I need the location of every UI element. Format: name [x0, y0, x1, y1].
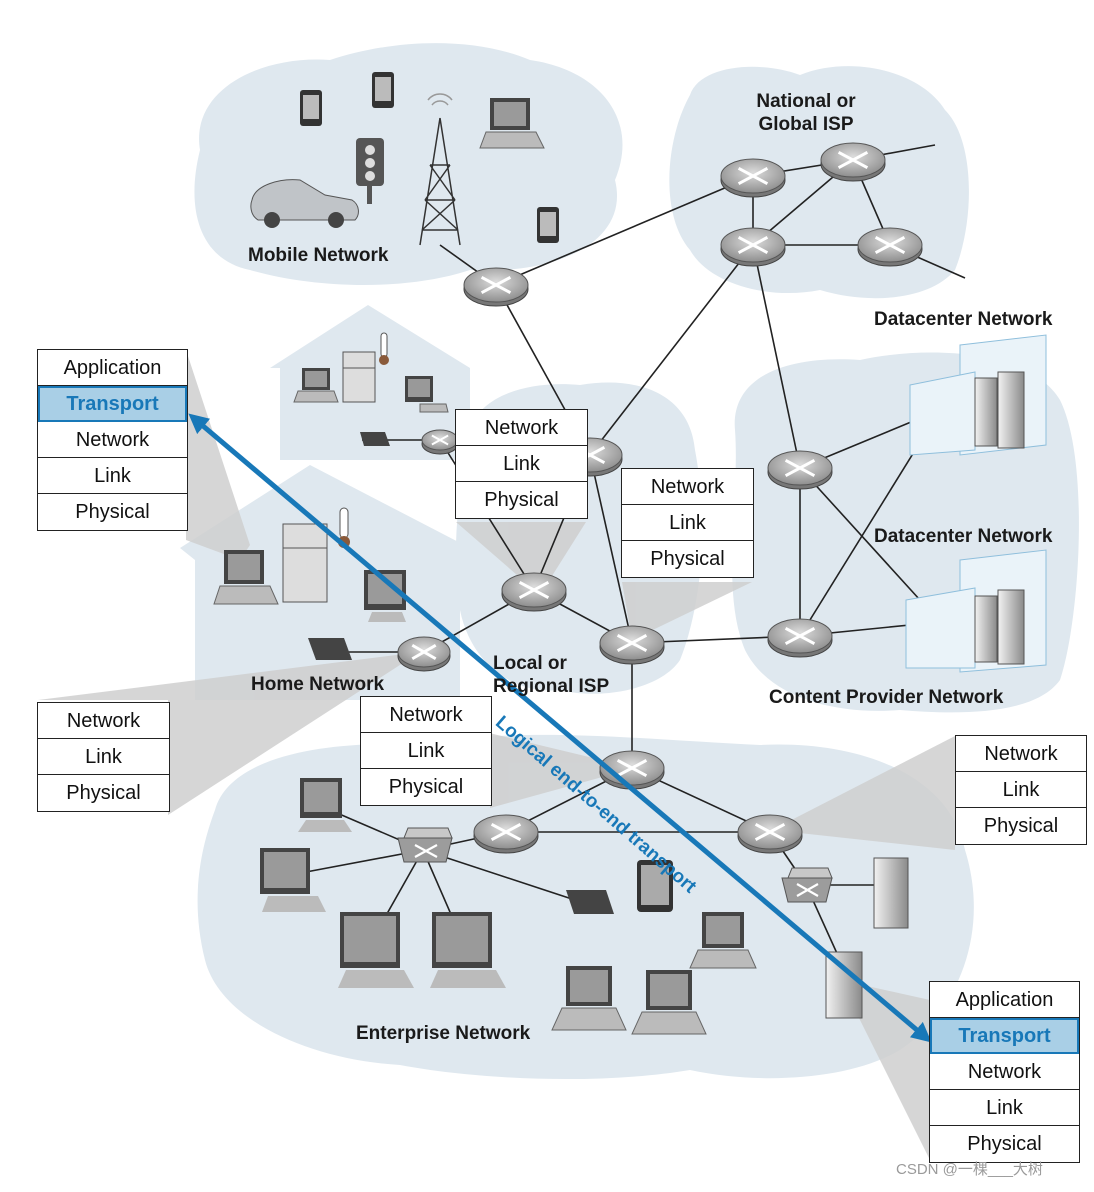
server-icon [873, 857, 909, 929]
layer-physical: Physical [983, 815, 1059, 837]
layer-physical: Physical [650, 548, 725, 570]
layer-network: Network [38, 703, 169, 739]
cell-tower-icon [419, 93, 461, 246]
label-home-network: Home Network [251, 674, 385, 695]
traffic-light-icon [356, 138, 384, 204]
layer-physical: Physical [75, 501, 150, 523]
router-mobile[interactable] [463, 267, 529, 307]
thermometer-icon [379, 332, 389, 365]
layer-link: Link [956, 772, 1086, 808]
layer-network: Network [361, 697, 491, 733]
layer-network: Network [930, 1054, 1079, 1090]
router-content-1[interactable] [767, 450, 833, 490]
laptop-icon [405, 376, 449, 413]
label-national-isp: National or Global ISP [756, 91, 856, 135]
modem-icon [566, 890, 614, 914]
modem-icon [360, 432, 390, 446]
switch-enterprise-east[interactable] [781, 867, 833, 903]
label-local-isp: Local or Regional ISP [493, 653, 610, 697]
label-datacenter-network-1: Datacenter Network [874, 309, 1053, 330]
layer-application: Application [930, 982, 1079, 1018]
layer-physical: Physical [484, 489, 559, 511]
router-national-1[interactable] [720, 158, 786, 198]
phone-icon [300, 90, 322, 126]
phone-icon [537, 207, 559, 243]
router-enterprise-3[interactable] [737, 814, 803, 854]
router-national-3[interactable] [720, 227, 786, 267]
layer-link: Link [38, 458, 187, 494]
router-local-isp-2[interactable] [501, 572, 567, 612]
fridge-icon [282, 523, 328, 603]
layer-link: Link [622, 505, 753, 541]
layer-physical: Physical [66, 782, 141, 804]
layer-physical: Physical [967, 1133, 1042, 1155]
laptop-icon [293, 368, 339, 403]
label-enterprise-network: Enterprise Network [356, 1023, 531, 1044]
datacenter-building-icon [909, 334, 1047, 456]
layer-transport: Transport [930, 1018, 1079, 1054]
watermark: CSDN @一棵___大树 [896, 1161, 1043, 1178]
layer-link: Link [361, 733, 491, 769]
logical-transport-arrow [188, 413, 932, 1043]
router-local-isp-3[interactable] [599, 625, 665, 665]
router-enterprise-2[interactable] [473, 814, 539, 854]
layer-network: Network [38, 422, 187, 458]
router-home[interactable] [397, 636, 451, 672]
phone-icon [372, 72, 394, 108]
server-icon [825, 951, 863, 1019]
switch-enterprise[interactable] [397, 827, 453, 863]
layer-network: Network [456, 410, 587, 446]
car-icon [250, 179, 359, 228]
label-datacenter-network-2: Datacenter Network [874, 526, 1053, 547]
label-content-provider-network: Content Provider Network [769, 687, 1004, 708]
router-national-4[interactable] [857, 227, 923, 267]
layer-application: Application [38, 350, 187, 386]
layer-network: Network [622, 469, 753, 505]
layer-network: Network [956, 736, 1086, 772]
fridge-icon [342, 351, 376, 403]
layer-link: Link [456, 446, 587, 482]
router-home-top[interactable] [421, 429, 459, 455]
router-national-2[interactable] [820, 142, 886, 182]
router-content-2[interactable] [767, 618, 833, 658]
layer-link: Link [38, 739, 169, 775]
layer-physical: Physical [388, 776, 464, 798]
layer-link: Link [930, 1090, 1079, 1126]
layer-transport: Transport [38, 386, 187, 422]
label-mobile-network: Mobile Network [248, 245, 389, 266]
laptop-icon [479, 98, 545, 149]
